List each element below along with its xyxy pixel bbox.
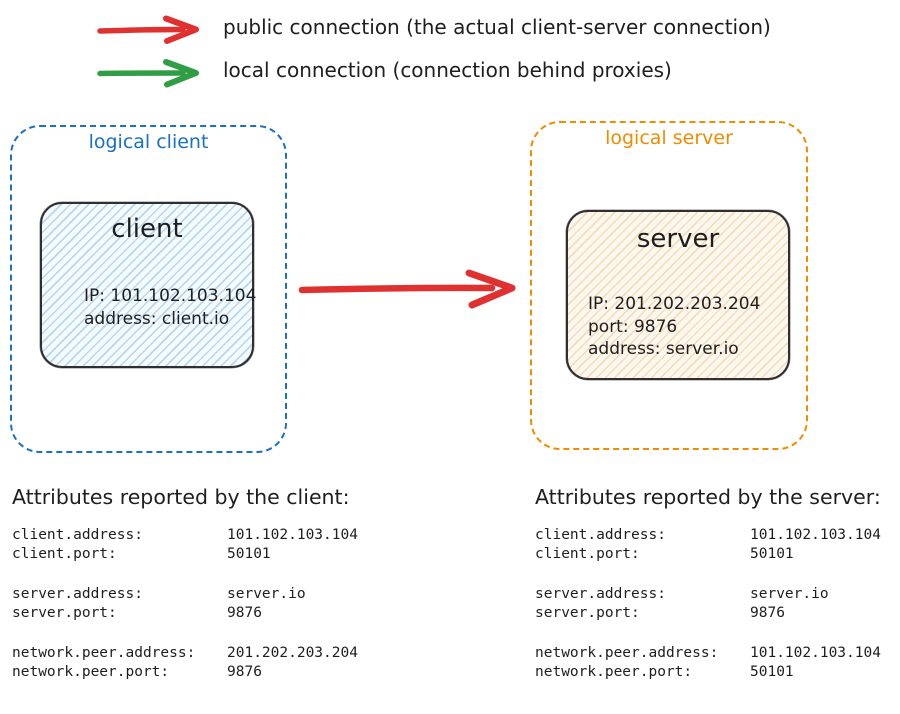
client-to-server-arrow-icon bbox=[298, 269, 516, 309]
attr-row-network-peer-address: network.peer.address: 101.102.103.104 bbox=[535, 645, 881, 661]
client-node-details: IP: 101.102.103.104 address: client.io bbox=[84, 285, 256, 330]
attr-row-client-port: client.port: 50101 bbox=[535, 546, 794, 562]
server-attributes-section: Attributes reported by the server: clien… bbox=[535, 484, 900, 682]
server-node-details: IP: 201.202.203.204 port: 9876 address: … bbox=[588, 293, 760, 361]
server-node-title: server bbox=[636, 224, 720, 254]
logical-client-box: logical client bbox=[10, 125, 287, 453]
attr-row-server-port: server.port: 9876 bbox=[12, 605, 262, 621]
client-attributes-section: Attributes reported by the client: clien… bbox=[12, 484, 412, 682]
client-node-title: client bbox=[111, 214, 183, 244]
server-address-line: address: server.io bbox=[588, 339, 739, 359]
attr-row-network-peer-address: network.peer.address: 201.202.203.204 bbox=[12, 645, 358, 661]
client-ip-line: IP: 101.102.103.104 bbox=[84, 286, 257, 306]
server-attributes-heading: Attributes reported by the server: bbox=[535, 485, 881, 509]
logical-client-label: logical client bbox=[88, 131, 209, 153]
server-attributes-table: client.address: 101.102.103.104 client.p… bbox=[535, 526, 900, 682]
attr-row-server-address: server.address: server.io bbox=[535, 586, 829, 602]
client-address-line: address: client.io bbox=[84, 308, 230, 329]
public-connection-arrow-icon bbox=[97, 15, 199, 44]
public-connection-label: public connection (the actual client-ser… bbox=[223, 15, 771, 39]
client-attributes-table: client.address: 101.102.103.104 client.p… bbox=[12, 526, 412, 682]
attr-row-server-address: server.address: server.io bbox=[12, 586, 306, 602]
attr-row-network-peer-port: network.peer.port: 50101 bbox=[535, 664, 794, 680]
client-node: client IP: 101.102.103.104 address: clie… bbox=[40, 202, 256, 368]
logical-server-box: logical server bbox=[530, 121, 808, 450]
attr-row-client-address: client.address: 101.102.103.104 bbox=[12, 527, 358, 543]
attr-row-client-port: client.port: 50101 bbox=[12, 546, 271, 562]
server-ip-line: IP: 201.202.203.204 bbox=[588, 294, 761, 314]
server-node: server IP: 201.202.203.204 port: 9876 ad… bbox=[566, 210, 790, 380]
local-connection-arrow-icon bbox=[97, 59, 199, 88]
attr-row-client-address: client.address: 101.102.103.104 bbox=[535, 527, 881, 543]
logical-server-label: logical server bbox=[605, 127, 733, 149]
client-attributes-heading: Attributes reported by the client: bbox=[12, 485, 350, 509]
server-port-line: port: 9876 bbox=[588, 316, 678, 337]
local-connection-label: local connection (connection behind prox… bbox=[223, 58, 672, 82]
attr-row-server-port: server.port: 9876 bbox=[535, 605, 785, 621]
attr-row-network-peer-port: network.peer.port: 9876 bbox=[12, 664, 262, 680]
